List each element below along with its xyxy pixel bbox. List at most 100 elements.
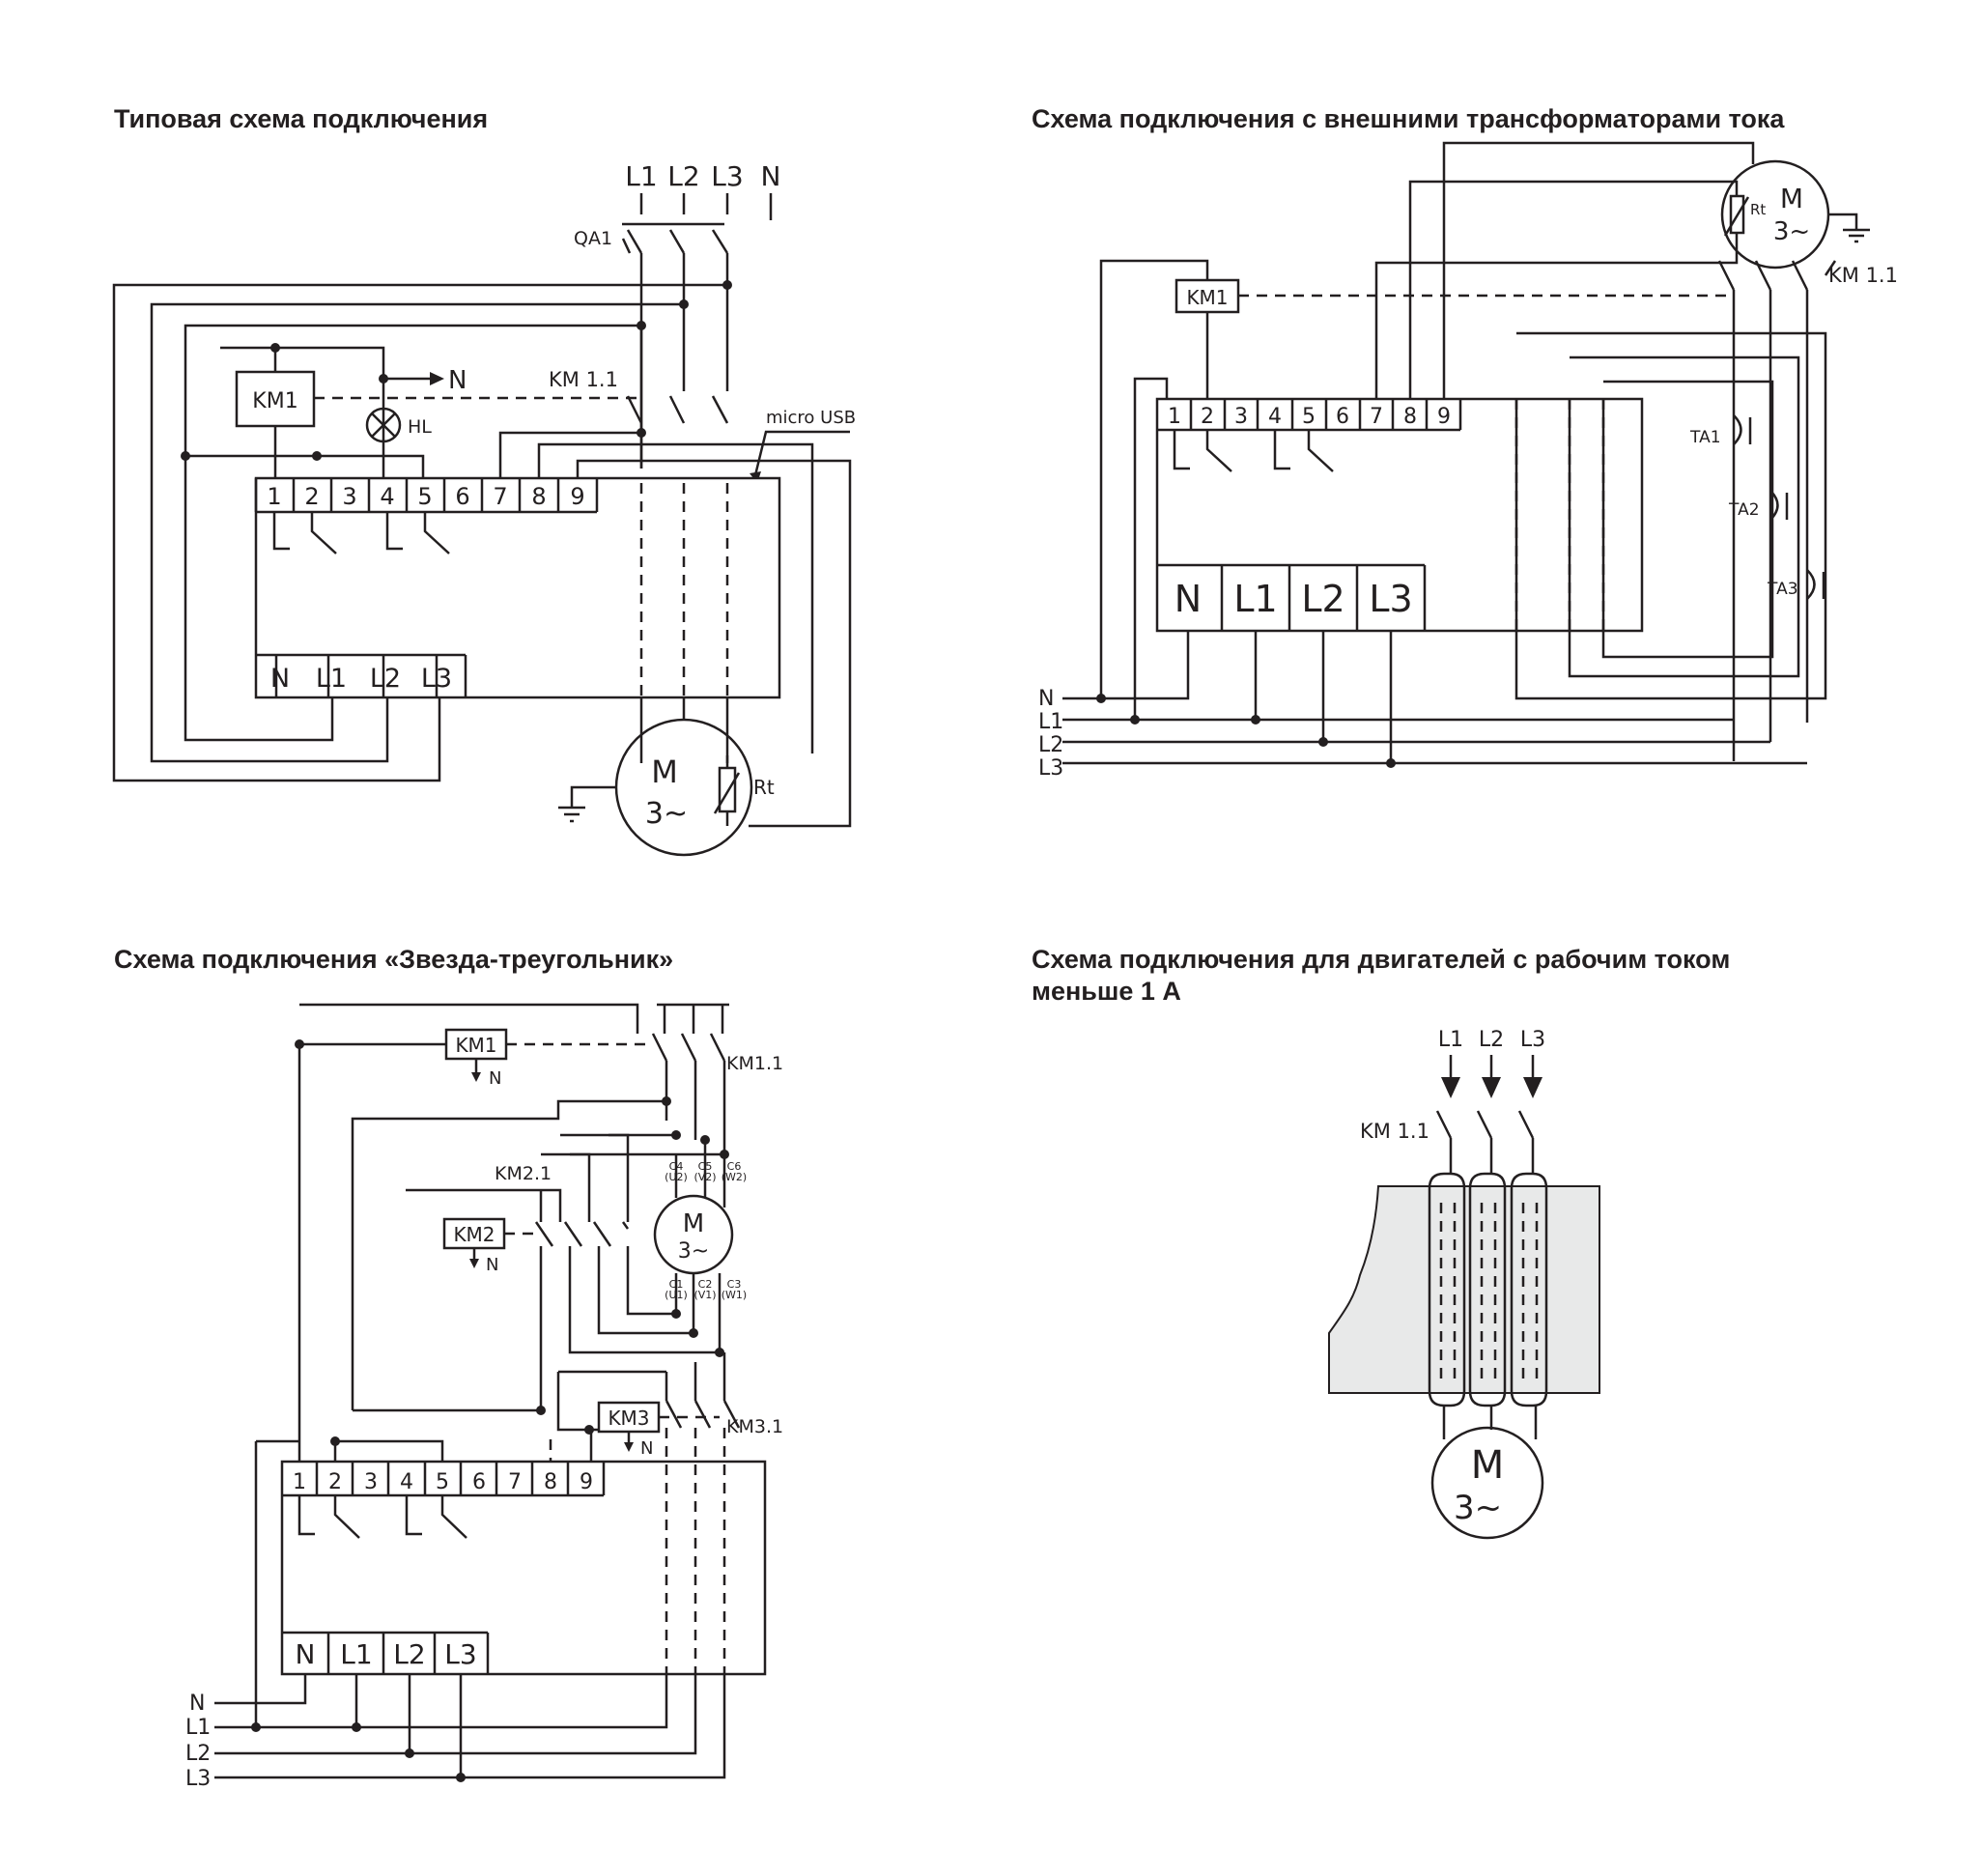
d3-winding-c3: C3 [727,1278,742,1291]
title-low-current-scheme-line2: меньше 1 А [1032,977,1181,1006]
d3-terminal-3: 3 [364,1470,378,1494]
d3-coil-km1-n: N [489,1068,501,1089]
d2-ta3-coil [1806,569,1825,600]
d3-terminal-8: 8 [544,1470,557,1494]
d1-input-n: N [270,664,290,694]
d1-input-block [256,653,467,697]
d1-contact-km11-label: KM 1.1 [549,368,618,391]
d3-terminal-5: 5 [436,1470,449,1494]
d3-terminal-6: 6 [472,1470,486,1494]
d1-phase-stubs [639,193,773,220]
star-delta-scheme: KM1 N KM1.1 M 3~ C4 (U2) C5 (V2) C6 (W2)… [185,1003,783,1791]
d3-coil-km3-n: N [640,1438,653,1459]
d3-coil-km1-leads [299,1042,478,1074]
d4-phase-l1: L1 [1438,1028,1463,1052]
d2-terminal-2: 2 [1201,405,1214,429]
d3-top-bus [657,1003,729,1034]
d2-line-n: N [1038,687,1054,711]
d2-motor-lines [1732,290,1809,761]
d2-ta2: TA2 [1728,500,1760,520]
d4-arrow-l3 [1523,1077,1542,1098]
d1-input-l1: L1 [316,664,347,694]
d2-terminal-8: 8 [1403,405,1417,429]
d4-contact-km11 [1435,1110,1535,1174]
d2-junctions [1096,694,1396,768]
d2-coil-km1 [1174,278,1240,314]
d3-line-n: N [189,1691,205,1716]
d2-terminal-7: 7 [1370,405,1383,429]
d3-terminal-9: 9 [580,1470,593,1494]
d2-ground [1828,213,1870,243]
d3-contact-km11-blades [651,1033,726,1062]
d2-contact-km11-label: KM 1.1 [1828,264,1898,287]
d2-thermistor-label: Rt [1750,201,1766,218]
d3-motor-top-leads [674,1140,726,1208]
d1-terminal-5: 5 [417,483,432,510]
d1-input-l3: L3 [421,664,452,694]
d2-line-l1: L1 [1038,710,1063,734]
d1-motor-m: M [651,753,678,790]
d2-input-l2: L2 [1301,578,1344,620]
d2-thermistor-wires [1374,180,1739,399]
d4-phase-l3: L3 [1520,1028,1545,1052]
d1-motor-feed [639,697,729,763]
d1-phase-l1: L1 [625,160,657,192]
lamp-hl-cross [371,412,396,438]
d4-motor [1430,1426,1544,1540]
d3-winding-c2: C2 [698,1278,713,1291]
d1-contact-km11 [626,395,729,424]
d2-supply-lines [1062,631,1807,765]
d1-terminal-6: 6 [455,483,469,510]
d3-terminal-2: 2 [328,1470,342,1494]
d3-relay-contacts [297,1495,467,1539]
d2-contact-km11 [1717,260,1837,291]
d2-thermistor-slash [1723,196,1750,237]
lamp-hl [365,407,402,443]
d3-terminal-strip [315,1462,606,1495]
d3-km3-link [351,1099,666,1410]
d2-ta1-coil [1733,414,1752,445]
d4-contact-km11-label: KM 1.1 [1360,1120,1429,1143]
d3-motor-3phase: 3~ [678,1239,709,1264]
d1-thermistor-label: Rt [753,776,775,799]
external-ct-scheme: M 3~ Rt KM 1.1 KM1 1 2 3 4 5 6 7 8 9 [1038,141,1898,781]
d3-input-l3: L3 [444,1638,476,1670]
d1-n-arrow-head [430,372,444,385]
d3-coil-km2-arrow [469,1259,479,1268]
d3-supply-lines [214,1674,726,1779]
d1-input-l2: L2 [370,664,401,694]
d1-phase-l2: L2 [667,160,699,192]
d3-km2-feed [406,1188,562,1222]
d4-arrow-l2 [1482,1077,1501,1098]
d2-input-block [1157,563,1427,631]
d3-input-l2: L2 [393,1638,425,1670]
d2-motor-m: M [1780,183,1803,214]
d1-usb-label: micro USB [766,408,856,428]
title-typical-scheme: Типовая схема подключения [114,104,489,133]
d2-terminal1-wire [1133,377,1169,720]
d1-aux-wires [498,431,852,828]
d2-motor-3phase: 3~ [1773,217,1810,246]
d3-winding-w3: (W1) [722,1289,747,1301]
d3-km1-out [665,1061,726,1154]
d3-line-l2: L2 [185,1742,211,1766]
d1-loop-l1 [184,324,641,742]
d3-contact-km21-blades [534,1221,630,1247]
d3-winding-w2: (W2) [722,1171,747,1183]
d3-supply-drops [354,1674,463,1777]
lamp-hl-label: HL [408,416,432,438]
d2-supply-drops [1254,631,1393,763]
d3-winding-c6: C6 [727,1160,742,1173]
d1-thermistor [718,766,737,813]
d3-input-block [282,1631,490,1674]
d3-coil-km1-arrow [471,1072,481,1082]
d4-motor-leads [1442,1406,1538,1439]
title-low-current-scheme-line1: Схема подключения для двигателей с рабоч… [1032,945,1731,974]
breaker-qa1-label: QA1 [574,228,612,249]
d3-contact-km11: KM1.1 [726,1053,783,1074]
d1-terminal-4: 4 [380,483,394,510]
d1-terminal-1: 1 [267,483,281,510]
d1-junctions [181,280,732,461]
d3-coil-km3-arrow [624,1442,634,1452]
d3-junctions [251,1039,729,1782]
